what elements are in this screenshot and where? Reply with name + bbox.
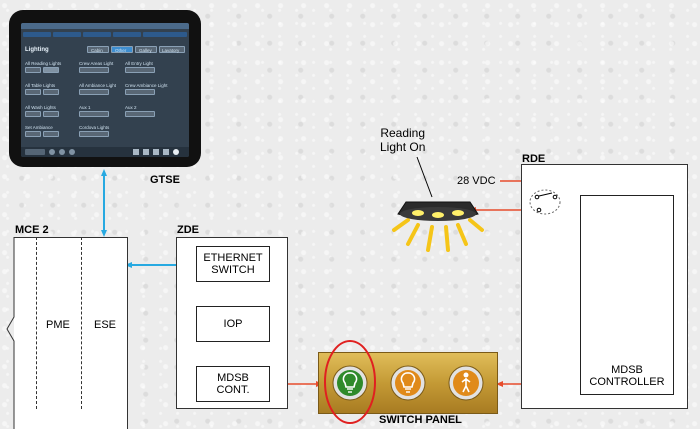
gtse-control-label: Crew Areas Light [79,61,114,66]
mdsb-cont-box: MDSB CONT. [196,366,270,402]
zde-label: ZDE [177,224,199,236]
gtse-tab [113,32,141,37]
mce2-left-edge [6,237,15,429]
relay-switch-icon [529,189,561,215]
mce2-partition-line [81,237,82,409]
mdsb-controller-box: MDSB CONTROLLER [580,195,674,395]
gtse-control-button [25,131,41,137]
gtse-control-label: Cordova Lights [79,125,110,130]
switch-bulb-orange-icon [390,365,426,401]
gtse-bottom-icon [163,149,169,155]
reading-light-caption-line2: Light On [380,140,426,154]
gtse-control-label: Crew Ambiance Light [125,83,168,88]
vdc-label: 28 VDC [457,175,496,187]
gtse-control-button [125,67,155,73]
gtse-section-title: Lighting [25,47,49,53]
gtse-control-button [125,89,155,95]
gtse-label: GTSE [150,174,180,186]
gtse-subtab-label: Galley [139,48,152,53]
gtse-bottom-bar [21,147,189,157]
ethernet-switch-box: ETHERNET SWITCH [196,246,270,282]
gtse-bottom-icon [143,149,149,155]
reading-light-caption: Reading Light On [380,126,425,154]
gtse-control-label: All Ambiance Light [79,83,117,88]
gtse-control-label: Aux 2 [125,105,137,110]
gtse-tab [53,32,81,37]
gtse-control-button [43,111,59,117]
gtse-tab [83,32,111,37]
rde-label: RDE [522,153,546,165]
gtse-control-button [79,89,109,95]
ethernet-switch-label-1: ETHERNET [203,252,263,264]
gtse-subtab: Lavatory [159,46,185,53]
ethernet-switch-label-2: SWITCH [211,264,255,276]
gtse-subtab: Galley [135,46,157,53]
gtse-control-button [43,131,59,137]
mdsb-controller-label-2: CONTROLLER [589,376,665,388]
gtse-control-label: Set Ambiance [25,125,53,130]
gtse-control-button [25,67,41,73]
gtse-control-button [79,111,109,117]
mdsb-cont-label-1: MDSB [217,372,249,384]
gtse-bottom-icon [59,149,65,155]
gtse-control-button [79,67,109,73]
gtse-control-label: All Wash Lights [25,105,56,110]
switch-bulb-icon [332,365,368,401]
gtse-control-button [43,89,59,95]
gtse-control-button [79,131,109,137]
gtse-bottom-icon [49,149,55,155]
gtse-control-label: All Entry Light [125,61,153,66]
reading-light-icon [392,201,484,252]
gtse-tab [23,32,51,37]
gtse-control-button [125,111,155,117]
ese-label: ESE [94,319,117,331]
gtse-control-button [25,89,41,95]
gtse-subtab-label: Cabin [91,48,103,53]
mce2-box [14,237,128,429]
switch-person-icon [448,365,484,401]
iop-box: IOP [196,306,270,342]
mce2-label: MCE 2 [15,224,49,236]
mdsb-controller-label-1: MDSB [611,364,643,376]
highlight-circle [324,340,376,424]
switch-panel-buttons [332,365,484,401]
pme-label: PME [46,319,70,331]
switch-panel-label: SWITCH PANEL [379,414,462,426]
gtse-control-label: All Reading Lights [25,61,62,66]
gtse-control-label: Aux 1 [79,105,91,110]
gtse-bottom-icon [133,149,139,155]
gtse-subtab-label: Lavatory [162,48,180,53]
mce2-partition-line [36,237,37,409]
gtse-subtab-label: Other [115,48,127,53]
gtse-bottom-icon [69,149,75,155]
reading-light-pointer [416,156,433,198]
reading-light-caption-line1: Reading [380,126,426,140]
gtse-subtab: Other [111,46,133,53]
gtse-bottom-icon [173,149,179,155]
gtse-status-bar [21,23,189,29]
gtse-control-button [25,111,41,117]
gtse-subtab: Cabin [87,46,109,53]
mdsb-cont-label-2: CONT. [216,384,250,396]
gtse-screen: Lighting Cabin Other Galley Lavatory All… [21,23,189,157]
gtse-control-label: All Table Lights [25,83,56,88]
iop-label: IOP [223,318,243,330]
gtse-bottom-button [25,149,45,155]
gtse-tablet: Lighting Cabin Other Galley Lavatory All… [9,10,201,167]
gtse-control-button [43,67,59,73]
gtse-tab [143,32,187,37]
gtse-bottom-icon [153,149,159,155]
